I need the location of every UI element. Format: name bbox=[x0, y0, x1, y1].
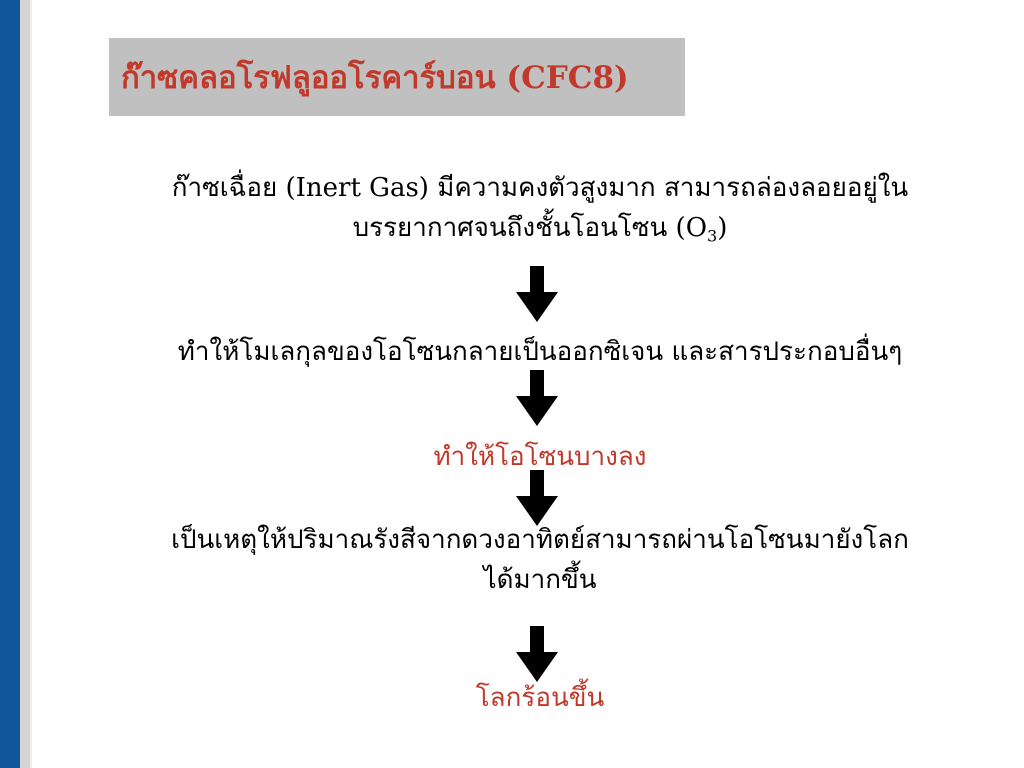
flow-step-1-line-1: ก๊าซเฉื่อย (Inert Gas) มีความคงตัวสูงมาก… bbox=[171, 173, 909, 203]
flow-step-2-text: ทำให้โมเลกุลของโอโซนกลายเป็นออกซิเจน และ… bbox=[177, 337, 903, 367]
flow-step-4-line-2: ได้มากขึ้น bbox=[483, 565, 597, 595]
down-arrow-icon bbox=[516, 370, 558, 426]
flow-step-1-line-2: บรรยากาศจนถึงชั้นโอนโซน (O3) bbox=[130, 208, 950, 248]
flow-step-4: เป็นเหตุให้ปริมาณรังสีจากดวงอาทิตย์สามาร… bbox=[130, 520, 950, 600]
down-arrow-icon bbox=[516, 266, 558, 322]
flow-step-5-text: โลกร้อนขึ้น bbox=[475, 683, 605, 713]
ozone-subscript: 3 bbox=[707, 226, 718, 246]
flow-step-1-line-2-text: บรรยากาศจนถึงชั้นโอนโซน (O bbox=[352, 213, 708, 243]
flow-step-1: ก๊าซเฉื่อย (Inert Gas) มีความคงตัวสูงมาก… bbox=[130, 168, 950, 248]
down-arrow-icon bbox=[516, 470, 558, 526]
flow-step-4-line-1: เป็นเหตุให้ปริมาณรังสีจากดวงอาทิตย์สามาร… bbox=[171, 525, 909, 555]
flow-step-3: ทำให้โอโซนบางลง bbox=[130, 437, 950, 477]
flow-step-1-line-2-end: ) bbox=[717, 213, 728, 243]
sidebar-grey-bar bbox=[20, 0, 30, 768]
flow-step-5: โลกร้อนขึ้น bbox=[130, 678, 950, 718]
title-box: ก๊าซคลอโรฟลูออโรคาร์บอน (CFC8) bbox=[109, 38, 685, 116]
slide-title: ก๊าซคลอโรฟลูออโรคาร์บอน (CFC8) bbox=[121, 60, 629, 96]
flow-step-2: ทำให้โมเลกุลของโอโซนกลายเป็นออกซิเจน และ… bbox=[130, 332, 950, 372]
down-arrow-icon bbox=[516, 626, 558, 682]
sidebar-blue-bar bbox=[0, 0, 20, 768]
flow-step-3-text: ทำให้โอโซนบางลง bbox=[433, 442, 647, 472]
sidebar-divider bbox=[30, 0, 32, 768]
